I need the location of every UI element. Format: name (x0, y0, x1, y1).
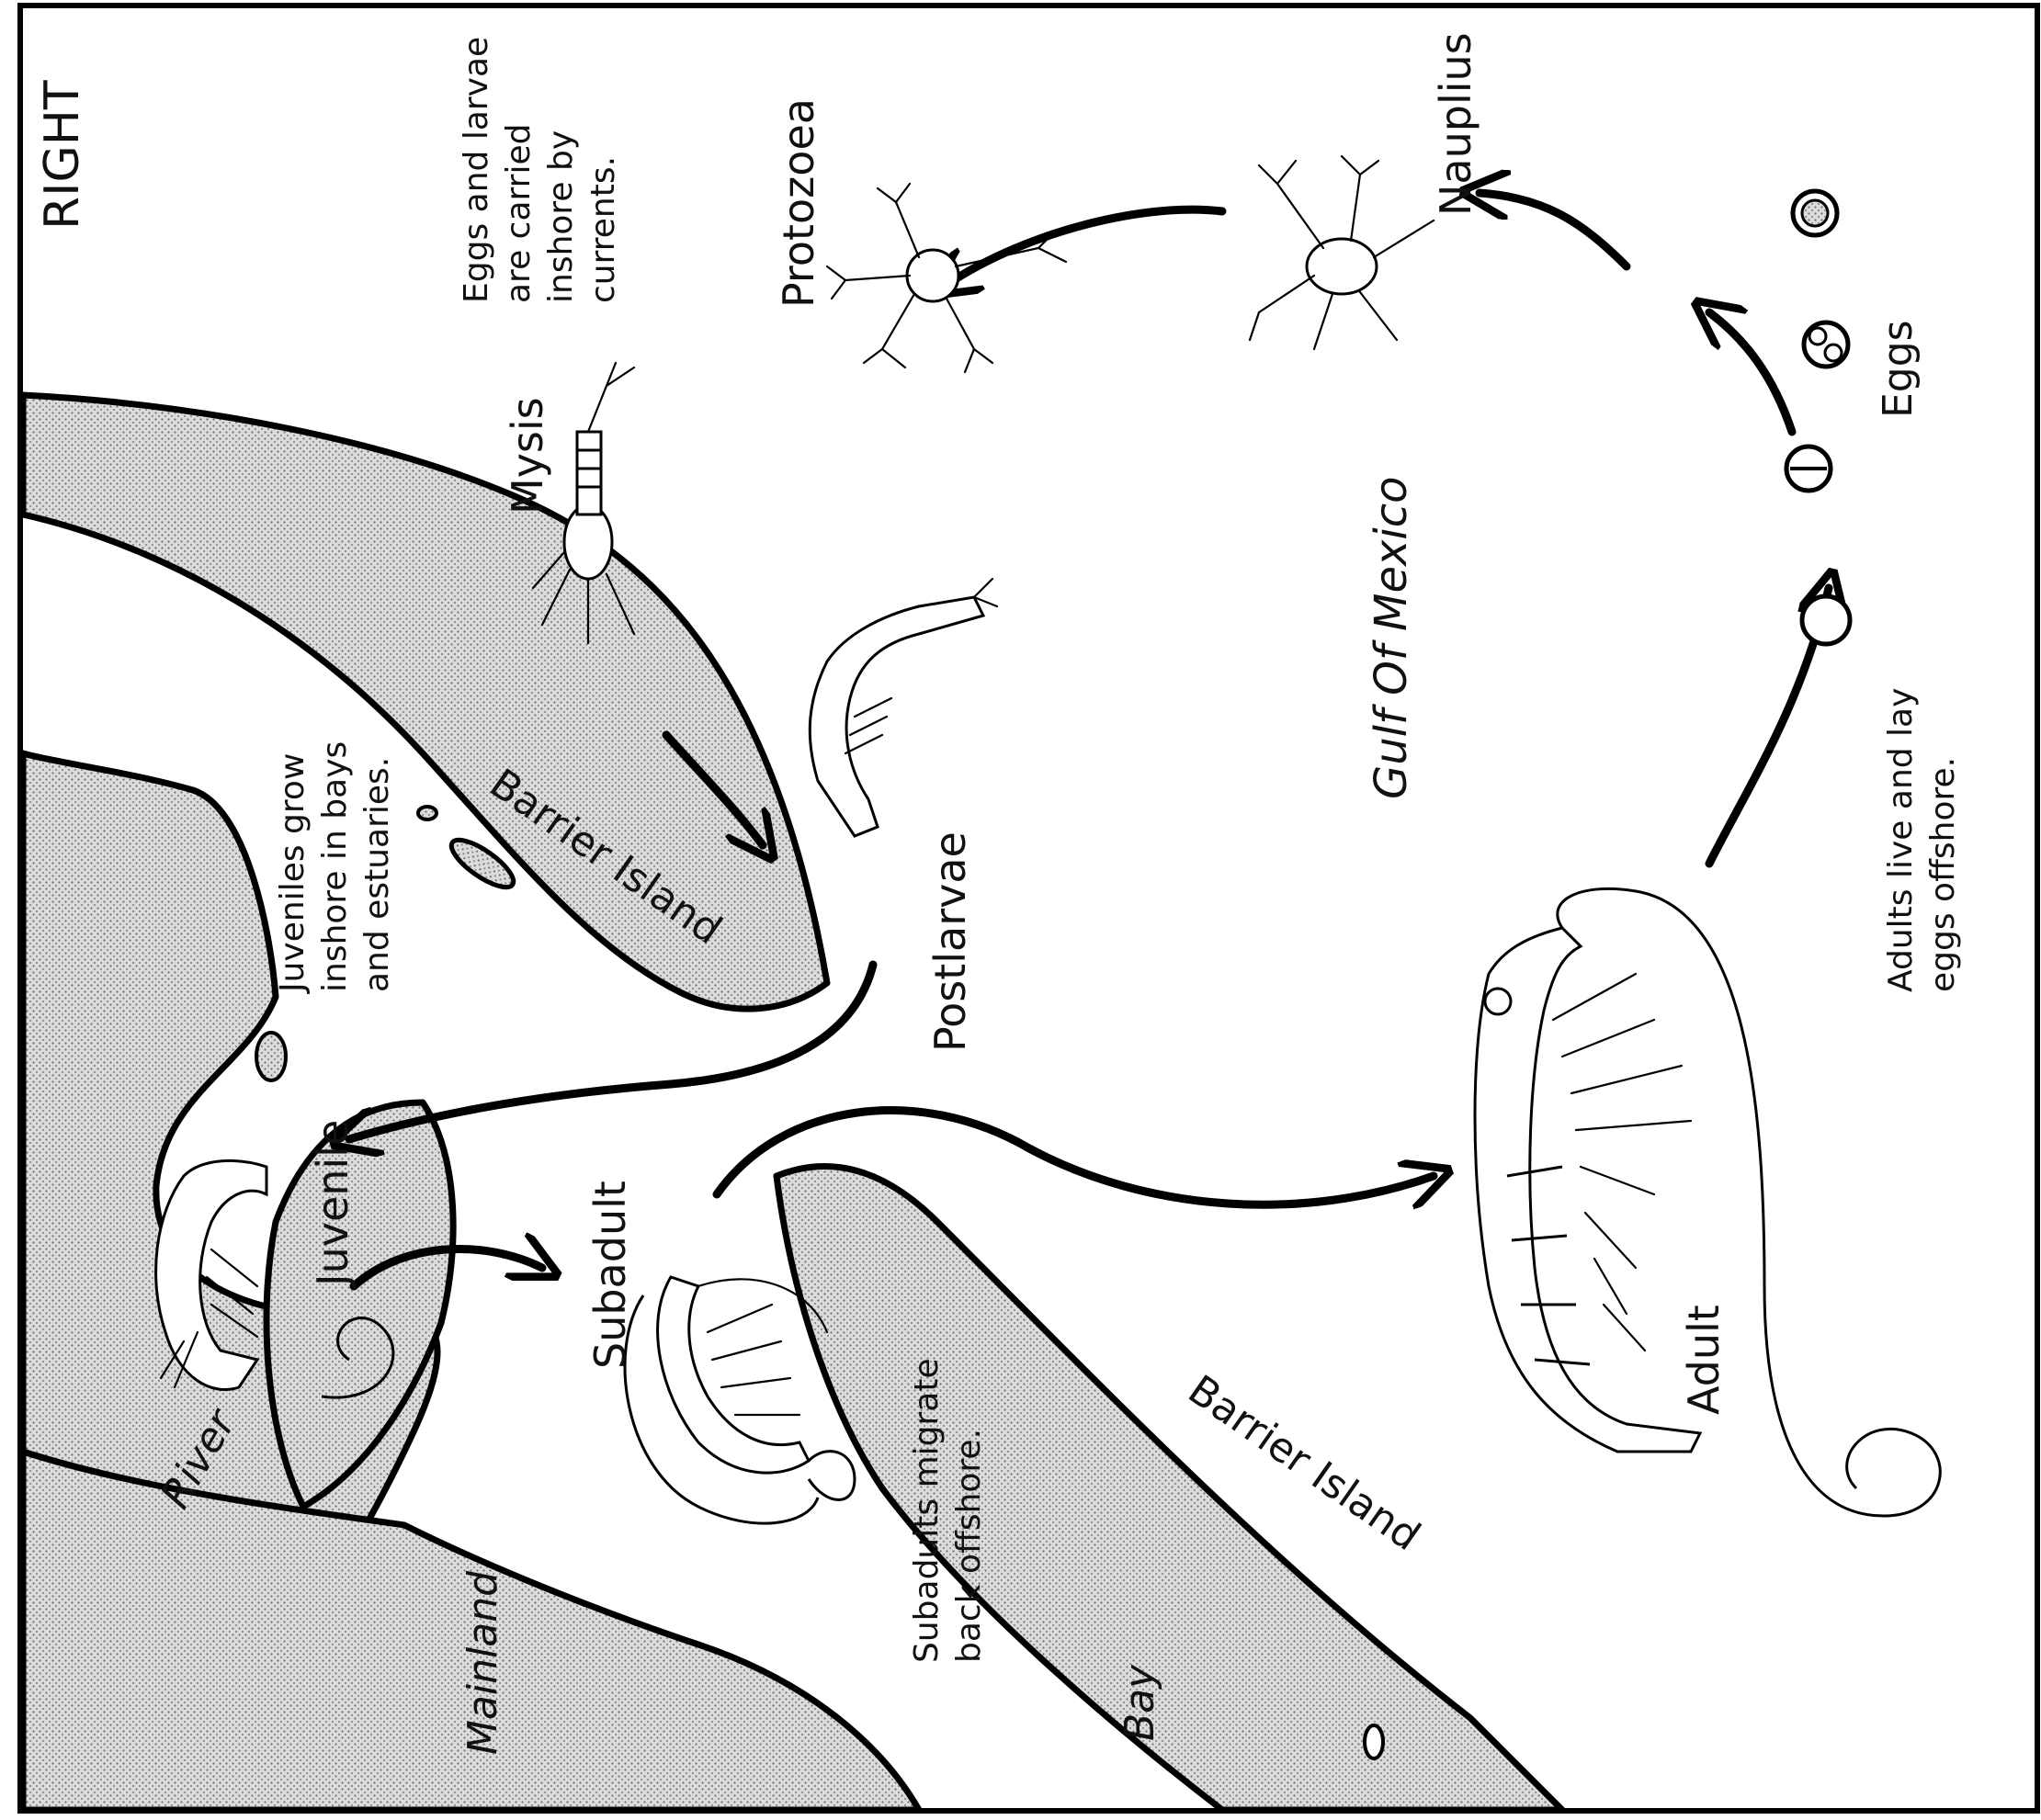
svg-text:Subadults migrate: Subadults migrate (908, 1358, 946, 1663)
label-nauplius: Nauplius (1431, 32, 1480, 216)
label-mainland: Mainland (459, 1570, 506, 1755)
label-postlarvae: Postlarvae (925, 831, 975, 1052)
egg-3 (1804, 322, 1848, 367)
svg-text:and estuaries.: and estuaries. (358, 757, 396, 992)
label-gulf-of-mexico: Gulf Of Mexico (1366, 477, 1417, 800)
svg-text:inshore in bays: inshore in bays (316, 741, 354, 992)
label-bay: Bay (1117, 1664, 1163, 1741)
svg-text:are carried: are carried (500, 124, 538, 304)
svg-text:inshore by: inshore by (542, 130, 580, 303)
svg-text:Eggs and larvae: Eggs and larvae (458, 37, 495, 303)
egg-4-cells (1802, 200, 1828, 226)
note-juveniles: Juveniles grow inshore in bays and estua… (274, 741, 396, 994)
svg-text:eggs offshore.: eggs offshore. (1924, 757, 1962, 992)
svg-text:Juveniles grow: Juveniles grow (274, 753, 312, 994)
egg-1 (1802, 596, 1850, 644)
label-protozoea: Protozoea (774, 98, 823, 308)
label-juvenile: Juvenile (308, 1120, 357, 1289)
small-island-2 (418, 807, 437, 820)
label-eggs: Eggs (1875, 320, 1922, 418)
small-island-4 (1365, 1725, 1383, 1758)
label-adult: Adult (1679, 1305, 1729, 1415)
svg-text:currents.: currents. (584, 156, 622, 303)
svg-text:back offshore.: back offshore. (950, 1429, 988, 1663)
corner-label: RIGHT (35, 80, 90, 230)
label-mysis: Mysis (503, 397, 552, 514)
small-island-3 (256, 1033, 286, 1080)
label-subadult: Subadult (585, 1181, 635, 1369)
svg-text:Adults live and lay: Adults live and lay (1882, 688, 1920, 992)
